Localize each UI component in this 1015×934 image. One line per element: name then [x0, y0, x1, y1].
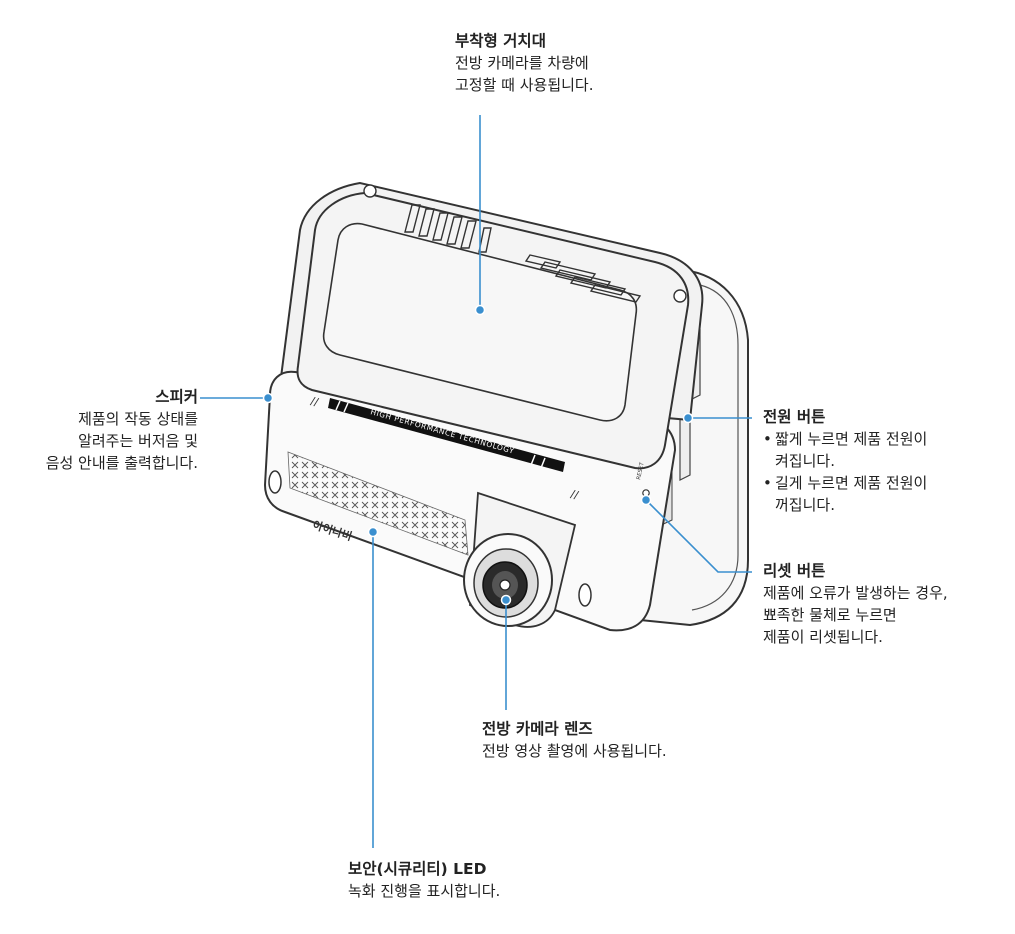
leader-lines — [200, 115, 752, 848]
reset-dot — [640, 494, 652, 506]
screw-right — [578, 583, 592, 607]
callout-power-bullet: 길게 누르면 제품 전원이 꺼집니다. — [763, 472, 927, 516]
speaker-dot — [262, 392, 274, 404]
callout-power-bullet: 짧게 누르면 제품 전원이 켜집니다. — [763, 428, 927, 472]
callout-mount-line: 고정할 때 사용됩니다. — [455, 76, 594, 94]
callout-power-title: 전원 버튼 — [763, 408, 826, 426]
callout-reset-line: 뾰족한 물체로 누르면 — [763, 606, 897, 624]
callout-speaker: 스피커 제품의 작동 상태를 알려주는 버저음 및 음성 안내를 출력합니다. — [18, 386, 198, 474]
lens-dot — [500, 594, 512, 606]
callout-led: 보안(시큐리티) LED 녹화 진행을 표시합니다. — [348, 858, 500, 902]
tech-band — [328, 398, 565, 472]
led-dot — [367, 526, 379, 538]
callout-power: 전원 버튼 짧게 누르면 제품 전원이 켜집니다. 길게 누르면 제품 전원이 … — [763, 406, 927, 516]
callout-speaker-title: 스피커 — [155, 388, 198, 406]
callout-speaker-line: 알려주는 버저음 및 — [78, 432, 198, 450]
reset-label: RESET — [636, 461, 646, 480]
mount-panel — [322, 222, 638, 422]
vent-slots-left — [404, 204, 492, 253]
callout-lens-title: 전방 카메라 렌즈 — [482, 720, 593, 738]
callout-mount: 부착형 거치대 전방 카메라를 차량에 고정할 때 사용됩니다. — [455, 30, 594, 96]
callout-power-bullet-line: 짧게 누르면 제품 전원이 — [775, 430, 928, 448]
svg-text://: // — [569, 487, 580, 502]
screw-left — [268, 470, 282, 494]
callout-reset-line: 제품이 리셋됩니다. — [763, 628, 883, 646]
callout-speaker-line: 제품의 작동 상태를 — [78, 410, 198, 428]
mount-dot — [474, 304, 486, 316]
callout-led-line: 녹화 진행을 표시합니다. — [348, 882, 501, 900]
callout-lens-line: 전방 영상 촬영에 사용됩니다. — [482, 742, 667, 760]
svg-text://: // — [309, 394, 320, 409]
callout-power-bullet-line: 꺼집니다. — [775, 496, 835, 514]
vent-slots-right — [524, 254, 642, 303]
callout-lens: 전방 카메라 렌즈 전방 영상 촬영에 사용됩니다. — [482, 718, 667, 762]
callout-reset: 리셋 버튼 제품에 오류가 발생하는 경우, 뾰족한 물체로 누르면 제품이 리… — [763, 560, 948, 648]
callout-mount-title: 부착형 거치대 — [455, 32, 546, 50]
callout-reset-title: 리셋 버튼 — [763, 562, 826, 580]
power-dot — [682, 412, 694, 424]
callout-reset-line: 제품에 오류가 발생하는 경우, — [763, 584, 948, 602]
speaker-grill — [287, 451, 469, 556]
callout-power-bullet-line: 길게 누르면 제품 전원이 — [775, 474, 928, 492]
callout-mount-line: 전방 카메라를 차량에 — [455, 54, 589, 72]
callout-led-title: 보안(시큐리티) LED — [348, 860, 487, 878]
callout-speaker-line: 음성 안내를 출력합니다. — [45, 454, 198, 472]
callout-power-bullet-line: 켜집니다. — [775, 452, 835, 470]
